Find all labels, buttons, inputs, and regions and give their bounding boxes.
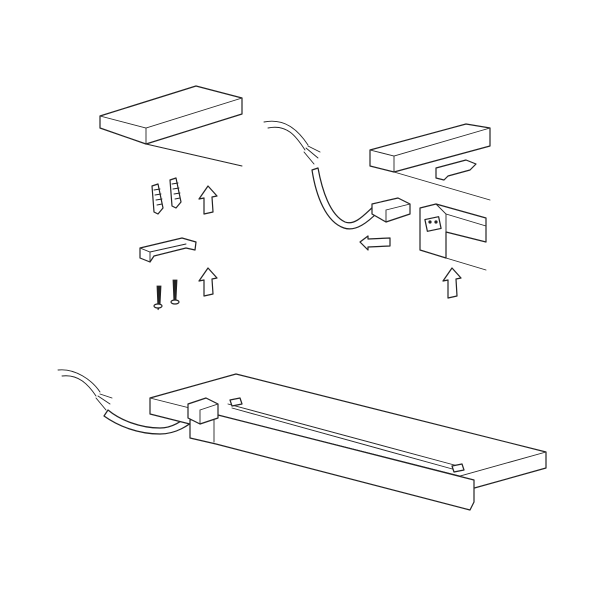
up-arrow-icon (198, 185, 218, 215)
up-arrow-icon (442, 267, 462, 299)
light-bar-icon (189, 403, 475, 511)
step-installed (57, 369, 547, 511)
shelf-icon (369, 123, 491, 201)
step-connect-cable (263, 120, 491, 299)
shelf-icon (99, 85, 243, 167)
up-arrow-icon (198, 267, 218, 297)
step-wall-mount (99, 85, 243, 311)
connector-icon (371, 197, 411, 223)
screw-icon (170, 279, 180, 305)
left-arrow-icon (359, 235, 391, 251)
mounting-clip-icon (139, 237, 197, 263)
screw-icon (153, 285, 163, 311)
power-cable-icon (263, 120, 379, 230)
end-cap-icon (229, 397, 243, 407)
light-bar-icon (419, 203, 487, 271)
wall-plug-icon (169, 177, 182, 209)
mounting-clip-icon (435, 159, 477, 181)
connector-icon (187, 397, 219, 425)
wall-plug-icon (151, 183, 164, 215)
